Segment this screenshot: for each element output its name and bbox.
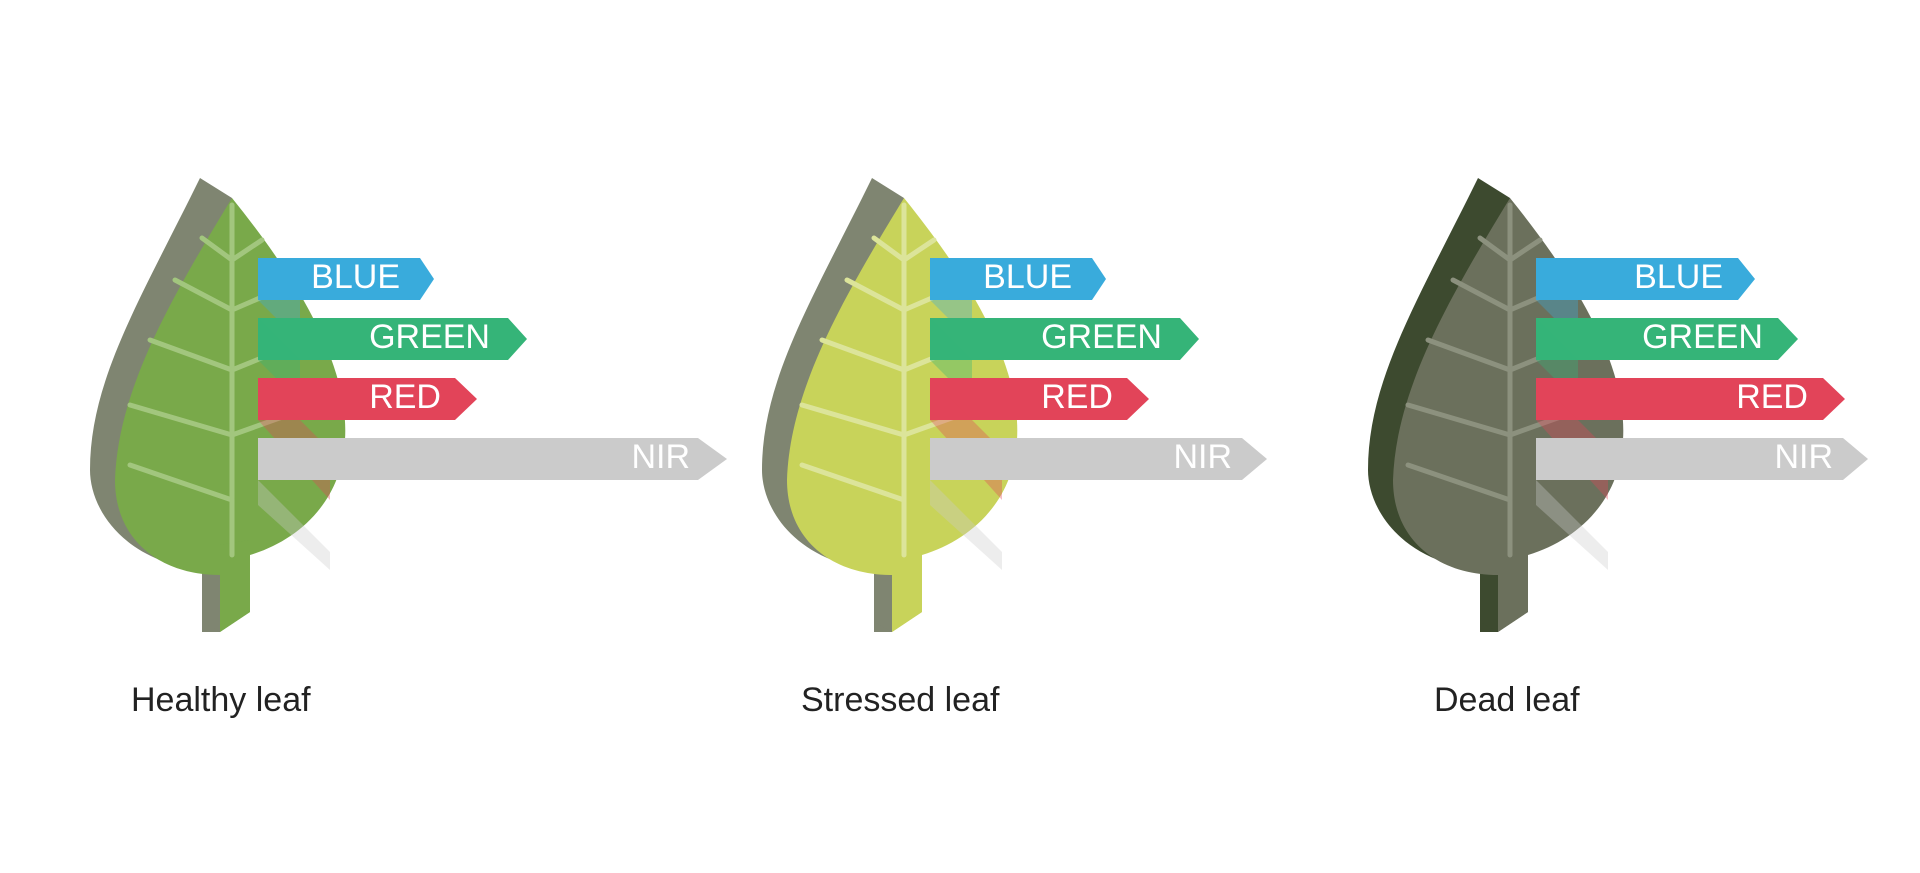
band-blue: BLUE <box>1536 258 1755 342</box>
leaf-illustration <box>762 178 1018 632</box>
leaf-stem-face <box>892 540 922 632</box>
caption-stressed-leaf: Stressed leaf <box>801 681 1000 719</box>
band-label-nir: NIR <box>1774 438 1833 476</box>
band-label-green: GREEN <box>1041 318 1162 356</box>
band-green: GREEN <box>930 318 1199 402</box>
band-label-blue: BLUE <box>1634 258 1723 296</box>
band-label-red: RED <box>1736 378 1808 416</box>
band-red: RED <box>1536 378 1845 500</box>
band-label-blue: BLUE <box>983 258 1072 296</box>
spectral-bands: BLUE GREEN RED NIR <box>1536 258 1868 570</box>
panel-healthy-leaf: BLUE GREEN RED NIR <box>90 178 727 632</box>
band-label-nir: NIR <box>1173 438 1232 476</box>
leaf-illustration <box>1368 178 1624 632</box>
leaf-stem-edge <box>202 560 220 632</box>
panel-stressed-leaf: BLUE GREEN RED NIR <box>762 178 1267 632</box>
leaf-stem-edge <box>874 560 892 632</box>
band-label-nir: NIR <box>631 438 690 476</box>
spectral-bands: BLUE GREEN RED NIR <box>258 258 727 570</box>
band-blue: BLUE <box>258 258 434 342</box>
band-label-green: GREEN <box>369 318 490 356</box>
band-green: GREEN <box>1536 318 1798 402</box>
band-label-red: RED <box>1041 378 1113 416</box>
spectral-bands: BLUE GREEN RED NIR <box>930 258 1267 570</box>
leaf-stem-face <box>220 540 250 632</box>
band-label-green: GREEN <box>1642 318 1763 356</box>
leaf-illustration <box>90 178 346 632</box>
band-nir: NIR <box>930 438 1267 570</box>
panel-dead-leaf: BLUE GREEN RED NIR <box>1368 178 1868 632</box>
caption-healthy-leaf: Healthy leaf <box>131 681 311 719</box>
band-nir: NIR <box>1536 438 1868 570</box>
band-label-blue: BLUE <box>311 258 400 296</box>
caption-dead-leaf: Dead leaf <box>1434 681 1580 719</box>
band-nir: NIR <box>258 438 727 570</box>
band-label-red: RED <box>369 378 441 416</box>
leaf-stem-edge <box>1480 560 1498 632</box>
leaf-stem-face <box>1498 540 1528 632</box>
